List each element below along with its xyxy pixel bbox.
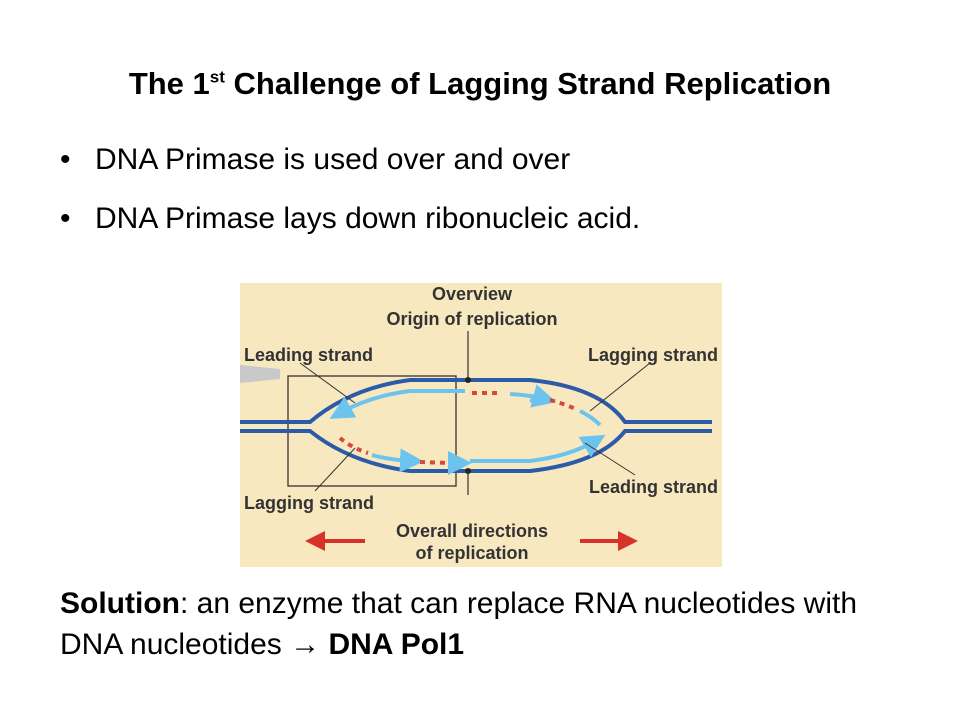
solution-text: : an enzyme that can replace RNA nucleot… bbox=[60, 587, 858, 661]
solution-paragraph: Solution: an enzyme that can replace RNA… bbox=[60, 583, 920, 665]
bullet-dot-icon: • bbox=[60, 202, 71, 235]
slide-title: The 1st Challenge of Lagging Strand Repl… bbox=[0, 66, 960, 102]
label-leading-left: Leading strand bbox=[244, 345, 373, 365]
label-lagging-right: Lagging strand bbox=[588, 345, 718, 365]
arrow-icon: → bbox=[290, 628, 321, 661]
title-rest: Challenge of Lagging Strand Replication bbox=[224, 66, 832, 101]
origin-dot-top bbox=[465, 377, 471, 383]
leader-leading-left bbox=[299, 362, 356, 404]
lagging-fragment bbox=[579, 409, 602, 427]
label-directions-1: Overall directions bbox=[396, 521, 548, 541]
lagging-fragment bbox=[509, 384, 557, 408]
label-leading-right: Leading strand bbox=[589, 477, 718, 497]
lagging-fragment bbox=[371, 448, 424, 473]
leading-strand-new-left bbox=[329, 389, 465, 419]
lagging-fragment bbox=[338, 436, 369, 455]
bullet-text: DNA Primase lays down ribonucleic acid. bbox=[95, 202, 641, 235]
title-main: The 1 bbox=[128, 66, 210, 101]
solution-label: Solution bbox=[60, 587, 180, 620]
label-origin: Origin of replication bbox=[386, 309, 557, 329]
title-superscript: st bbox=[209, 67, 225, 87]
bullet-item: • DNA Primase lays down ribonucleic acid… bbox=[60, 201, 640, 237]
solution-answer: DNA Pol1 bbox=[320, 628, 465, 661]
leader-lagging-right bbox=[589, 362, 651, 412]
label-directions-2: of replication bbox=[415, 543, 528, 563]
leader-leading-right bbox=[584, 442, 636, 476]
grey-shape bbox=[240, 365, 280, 383]
bullet-dot-icon: • bbox=[60, 143, 71, 176]
bullet-list: • DNA Primase is used over and over • DN… bbox=[60, 142, 640, 260]
leading-strand-new-right bbox=[470, 434, 606, 463]
leader-lagging-left bbox=[314, 447, 356, 492]
label-overview: Overview bbox=[432, 284, 513, 304]
label-lagging-left: Lagging strand bbox=[244, 493, 374, 513]
diagram-background bbox=[240, 283, 722, 567]
replication-diagram: Overview Origin of replication Leading s… bbox=[240, 283, 722, 567]
lagging-fragment bbox=[529, 398, 537, 404]
bullet-item: • DNA Primase is used over and over bbox=[60, 142, 640, 178]
lagging-fragment bbox=[549, 398, 579, 412]
bullet-text: DNA Primase is used over and over bbox=[95, 143, 571, 176]
